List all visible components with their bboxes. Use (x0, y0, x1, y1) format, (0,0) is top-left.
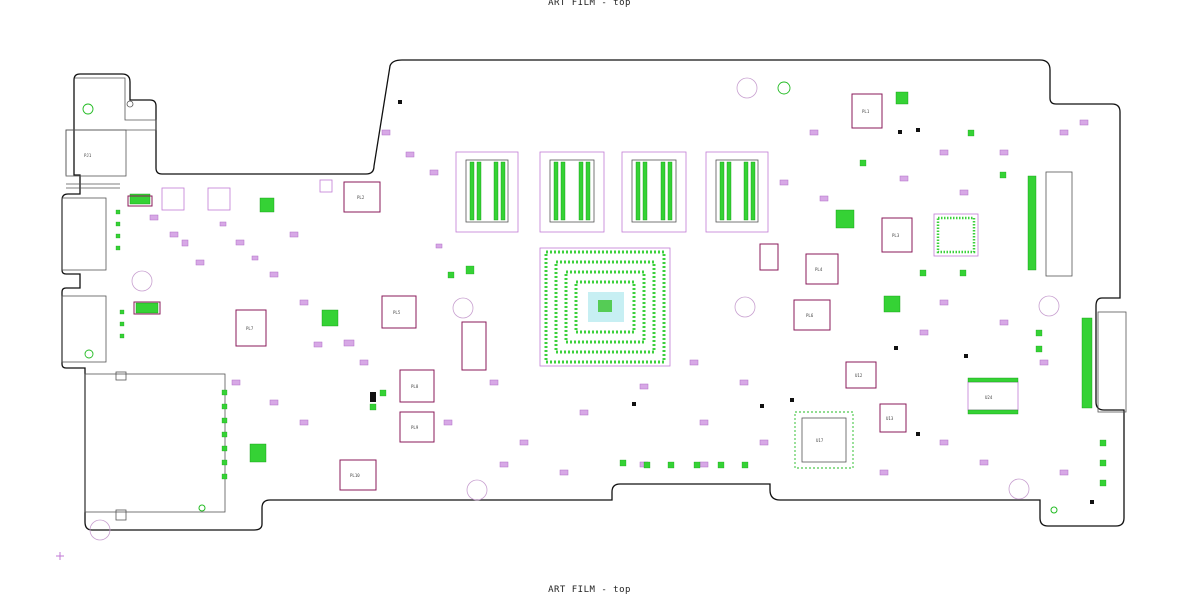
label-u13: U13 (886, 416, 894, 421)
mount-hole-left (82, 103, 94, 115)
label-pj1: PJ1 (84, 153, 92, 158)
mount-hole-h12 (89, 519, 111, 541)
label-pl4: PL4 (815, 267, 823, 272)
power-inductors: PL2 PL1 PL3 PL4 PL6 PL5 PL7 PL8 PL9 PL10… (235, 93, 913, 491)
label-pl5: PL5 (393, 310, 401, 315)
label-u12: U12 (855, 373, 863, 378)
label-pl7: PL7 (246, 326, 254, 331)
dram-balls (469, 161, 756, 221)
usb-port-upper (61, 197, 107, 271)
label-pl3: PL3 (892, 233, 900, 238)
passive-components (149, 119, 1089, 476)
u17-chip: U17 (794, 411, 854, 469)
dram-packages (455, 151, 769, 233)
label-pl1: PL1 (862, 109, 870, 114)
soc-bga (539, 247, 671, 367)
usb-port-lower (61, 295, 107, 363)
label-pl6: PL6 (806, 313, 814, 318)
label-pl2: PL2 (357, 195, 365, 200)
label-u24: U24 (985, 395, 993, 400)
label-pl9: PL9 (411, 425, 419, 430)
pj1-connector (65, 129, 127, 177)
board-title-top: ART FILM - top (548, 0, 631, 8)
copper-pads (115, 129, 1107, 487)
label-pl10: PL10 (350, 473, 360, 478)
markers (370, 100, 1094, 504)
label-u17: U17 (816, 438, 824, 443)
board-title-bottom: ART FILM - top (548, 585, 631, 595)
battery-connector-area (84, 373, 226, 513)
label-pl8: PL8 (411, 384, 419, 389)
board-outline (61, 59, 1125, 531)
